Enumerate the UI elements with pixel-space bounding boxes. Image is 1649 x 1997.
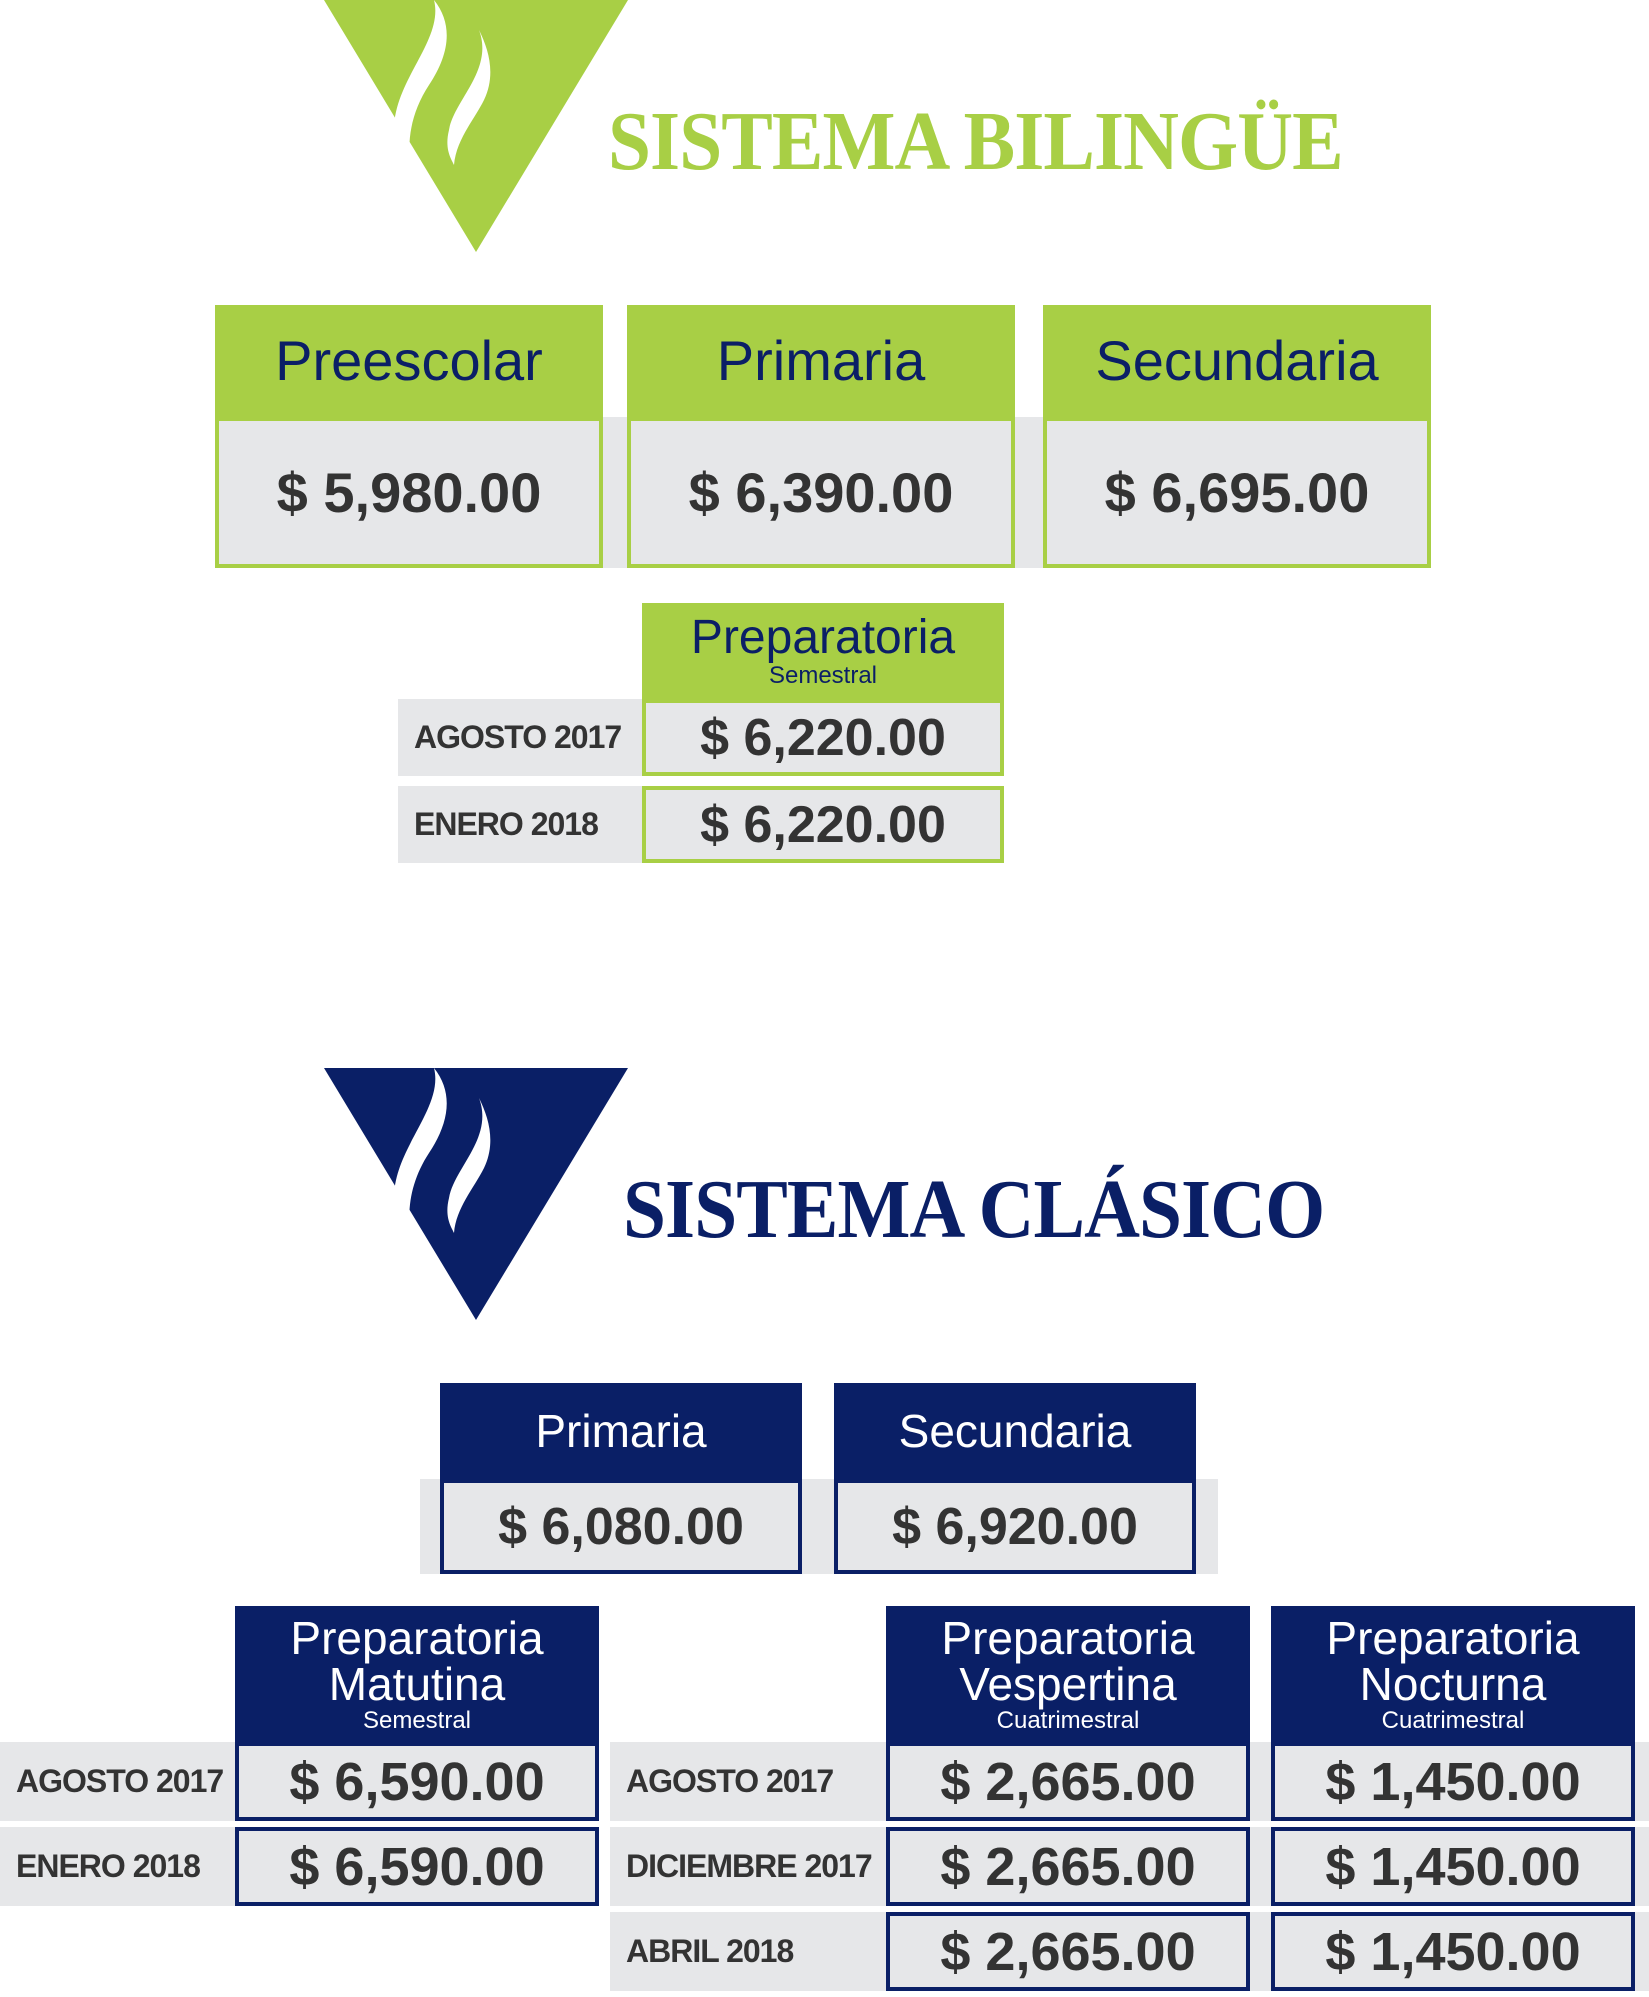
header-line: Preparatoria xyxy=(1326,1612,1580,1664)
price-nocturna: $ 1,450.00 xyxy=(1271,1827,1635,1906)
bilingue-title: SISTEMA BILINGÜE xyxy=(608,95,1344,188)
row-label: AGOSTO 2017 xyxy=(398,699,642,776)
price-preescolar: $ 5,980.00 xyxy=(215,417,603,568)
level-header-nocturna: Preparatoria Nocturna Cuatrimestral xyxy=(1271,1606,1635,1742)
header-line: Vespertina xyxy=(959,1658,1177,1710)
row-label: AGOSTO 2017 xyxy=(0,1742,235,1821)
price-preparatoria: $ 6,220.00 xyxy=(642,786,1004,863)
header-line: Preparatoria xyxy=(941,1612,1195,1664)
price-vespertina: $ 2,665.00 xyxy=(886,1912,1250,1991)
price-matutina: $ 6,590.00 xyxy=(235,1742,599,1821)
header-period: Semestral xyxy=(362,1707,472,1734)
header-period: Cuatrimestral xyxy=(1381,1707,1525,1734)
price-secundaria: $ 6,695.00 xyxy=(1043,417,1431,568)
price-primaria: $ 6,390.00 xyxy=(627,417,1015,568)
bilingue-logo-icon xyxy=(324,0,628,252)
row-label: DICIEMBRE 2017 xyxy=(610,1827,886,1906)
clasico-title: SISTEMA CLÁSICO xyxy=(623,1163,1325,1256)
level-header-preescolar: Preescolar xyxy=(215,305,603,417)
level-header-secundaria: Secundaria xyxy=(1043,305,1431,417)
preparatoria-name: Preparatoria xyxy=(690,611,956,664)
preparatoria-period: Semestral xyxy=(768,662,878,689)
level-header-vespertina: Preparatoria Vespertina Cuatrimestral xyxy=(886,1606,1250,1742)
row-label: ENERO 2018 xyxy=(398,786,642,863)
price-secundaria: $ 6,920.00 xyxy=(834,1479,1196,1574)
header-line: Matutina xyxy=(328,1658,506,1710)
row-label: ENERO 2018 xyxy=(0,1827,235,1906)
price-nocturna: $ 1,450.00 xyxy=(1271,1742,1635,1821)
level-header-matutina: Preparatoria Matutina Semestral xyxy=(235,1606,599,1742)
level-header-primaria: Primaria xyxy=(627,305,1015,417)
price-vespertina: $ 2,665.00 xyxy=(886,1827,1250,1906)
price-matutina: $ 6,590.00 xyxy=(235,1827,599,1906)
header-line: Preparatoria xyxy=(290,1612,544,1664)
price-vespertina: $ 2,665.00 xyxy=(886,1742,1250,1821)
header-period: Cuatrimestral xyxy=(996,1707,1140,1734)
price-preparatoria: $ 6,220.00 xyxy=(642,699,1004,776)
row-label: AGOSTO 2017 xyxy=(610,1742,886,1821)
row-label: ABRIL 2018 xyxy=(610,1912,886,1991)
header-line: Nocturna xyxy=(1359,1658,1547,1710)
price-nocturna: $ 1,450.00 xyxy=(1271,1912,1635,1991)
level-header-secundaria: Secundaria xyxy=(834,1383,1196,1479)
level-header-preparatoria: Preparatoria Semestral xyxy=(642,603,1004,699)
level-header-primaria: Primaria xyxy=(440,1383,802,1479)
clasico-logo-icon xyxy=(324,1068,628,1320)
price-primaria: $ 6,080.00 xyxy=(440,1479,802,1574)
